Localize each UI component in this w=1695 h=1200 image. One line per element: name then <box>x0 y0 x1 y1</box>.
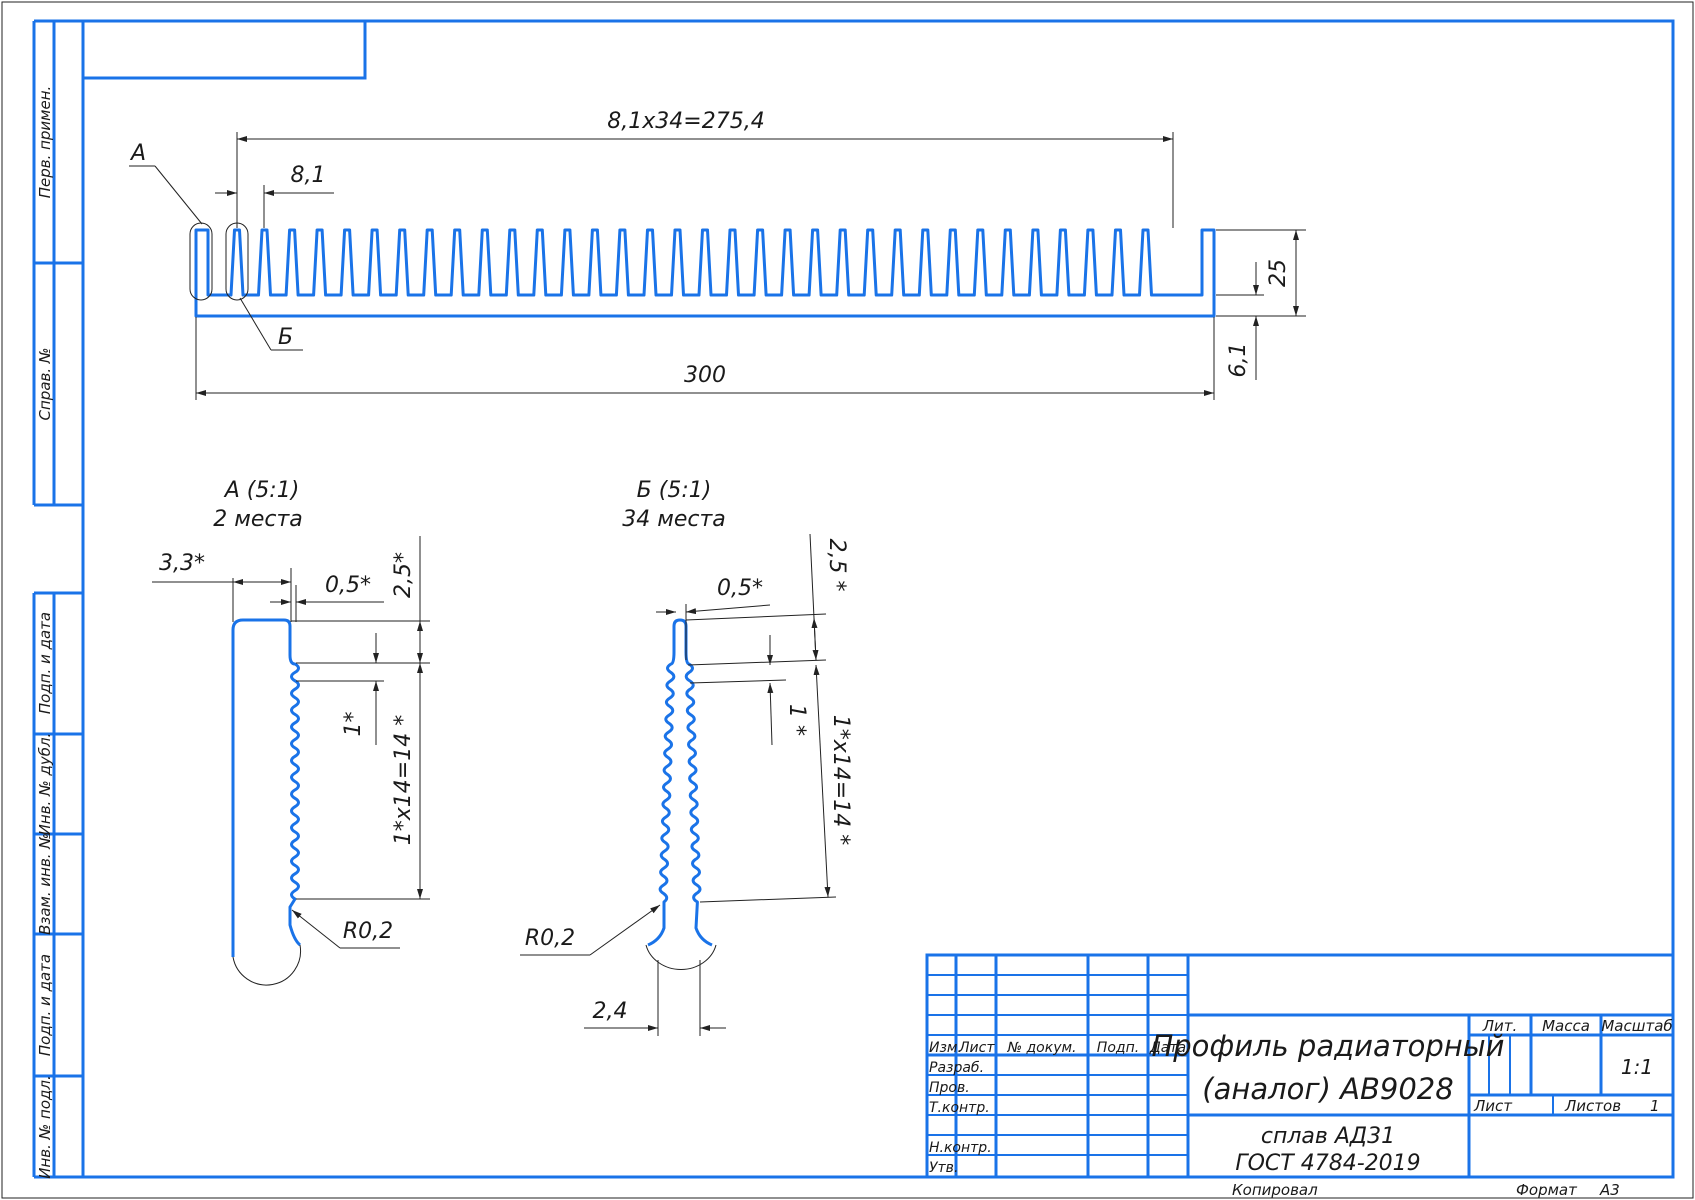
callout-a-label: А <box>129 141 146 166</box>
dim-b-rib: 1*х14=14 * <box>828 715 853 845</box>
footer-format-value: А3 <box>1599 1181 1620 1199</box>
dim-a-width: 3,3* <box>159 551 205 576</box>
dim-pitch: 8,1 <box>291 163 326 188</box>
detail-a-title: А (5:1) <box>223 478 300 503</box>
detail-b-view: Б (5:1) 34 места 0,5* 2,5 * 1 * 1*х14=14… <box>520 478 853 1036</box>
label-sprav-no: Справ. № <box>36 348 54 421</box>
dim-a-top: 2,5* <box>391 552 416 598</box>
tb-row-utv: Утв. <box>929 1160 958 1176</box>
detail-b-title: Б (5:1) <box>637 478 712 503</box>
detail-a-view: А (5:1) 2 места 3,3* 0,5* 2,5* 1* 1*х14=… <box>152 478 430 986</box>
tb-sheet-label: Лист <box>1473 1097 1513 1115</box>
label-inv-no-podl: Инв. № подл. <box>36 1075 54 1178</box>
label-podp-data-2: Подп. и дата <box>36 954 54 1056</box>
tb-material-line1: сплав АД31 <box>1261 1124 1395 1149</box>
tb-masshtab-label: Масштаб <box>1601 1017 1672 1035</box>
tb-sheets-label: Листов <box>1564 1097 1621 1115</box>
tb-col-podp: Подп. <box>1097 1040 1139 1056</box>
dim-b-radius: R0,2 <box>525 926 575 951</box>
tb-scale-value: 1:1 <box>1621 1055 1653 1079</box>
tb-row-prov: Пров. <box>929 1080 970 1096</box>
tb-part-name-line2: (аналог) АВ9028 <box>1202 1072 1453 1106</box>
dim-a-rib: 1*х14=14 * <box>391 715 416 845</box>
footer-format-label: Формат <box>1516 1181 1578 1199</box>
dim-b-tip: 0,5* <box>717 576 763 601</box>
label-perv-primen: Перв. примен. <box>36 86 54 199</box>
detail-a-break-arc <box>232 944 302 986</box>
detail-b-break-arc <box>645 944 717 971</box>
tb-row-razrab: Разраб. <box>929 1060 984 1076</box>
dim-b-step: 1 * <box>784 704 809 736</box>
title-block: Изм. Лист № докум. Подп. Дата Разраб. Пр… <box>925 953 1675 1179</box>
tb-lit-label: Лит. <box>1482 1017 1518 1035</box>
tb-part-name-line1: Профиль радиаторный <box>1151 1029 1504 1063</box>
tb-massa-label: Масса <box>1542 1017 1590 1035</box>
tb-col-izm: Изм. <box>929 1040 962 1056</box>
drawing-frame <box>81 19 1675 1179</box>
label-podp-data-1: Подп. и дата <box>36 612 54 714</box>
tb-row-tkontr: Т.контр. <box>929 1100 990 1116</box>
tb-material-line2: ГОСТ 4784-2019 <box>1235 1151 1420 1176</box>
tb-col-doc-no: № докум. <box>1006 1040 1076 1056</box>
profile-outline <box>194 228 1216 318</box>
dim-a-step: 1* <box>341 712 366 737</box>
tb-col-data: Дата <box>1149 1040 1186 1056</box>
dim-a-radius: R0,2 <box>343 919 393 944</box>
dim-height: 25 <box>1266 259 1291 287</box>
detail-a-outline <box>231 618 302 957</box>
dim-b-width: 2,4 <box>593 999 628 1024</box>
callout-b-label: Б <box>278 325 293 350</box>
side-column: Перв. примен. Справ. № Подп. и дата Инв.… <box>32 19 83 1179</box>
dim-length: 300 <box>684 363 726 388</box>
dim-pitch-total: 8,1х34=275,4 <box>607 109 764 134</box>
callout-b-outline <box>225 222 249 301</box>
profile-main-view: А Б 8,1х34=275,4 8,1 300 25 6,1 <box>129 109 1306 400</box>
label-vzam-inv-no: Взам. инв. № <box>36 833 54 935</box>
tb-row-nkontr: Н.контр. <box>929 1140 992 1156</box>
dim-b-top: 2,5 * <box>824 539 849 592</box>
dim-a-tip: 0,5* <box>325 573 371 598</box>
detail-b-outline <box>647 618 713 947</box>
doc-number-box <box>81 19 367 80</box>
footer-kopiroval: Копировал <box>1232 1181 1318 1199</box>
tb-sheets-value: 1 <box>1650 1097 1660 1115</box>
detail-a-subtitle: 2 места <box>213 507 303 532</box>
dim-base: 6,1 <box>1226 343 1251 378</box>
detail-b-subtitle: 34 места <box>622 507 726 532</box>
label-inv-no-dubl: Инв. № дубл. <box>36 733 54 836</box>
tb-col-list: Лист <box>958 1040 995 1056</box>
